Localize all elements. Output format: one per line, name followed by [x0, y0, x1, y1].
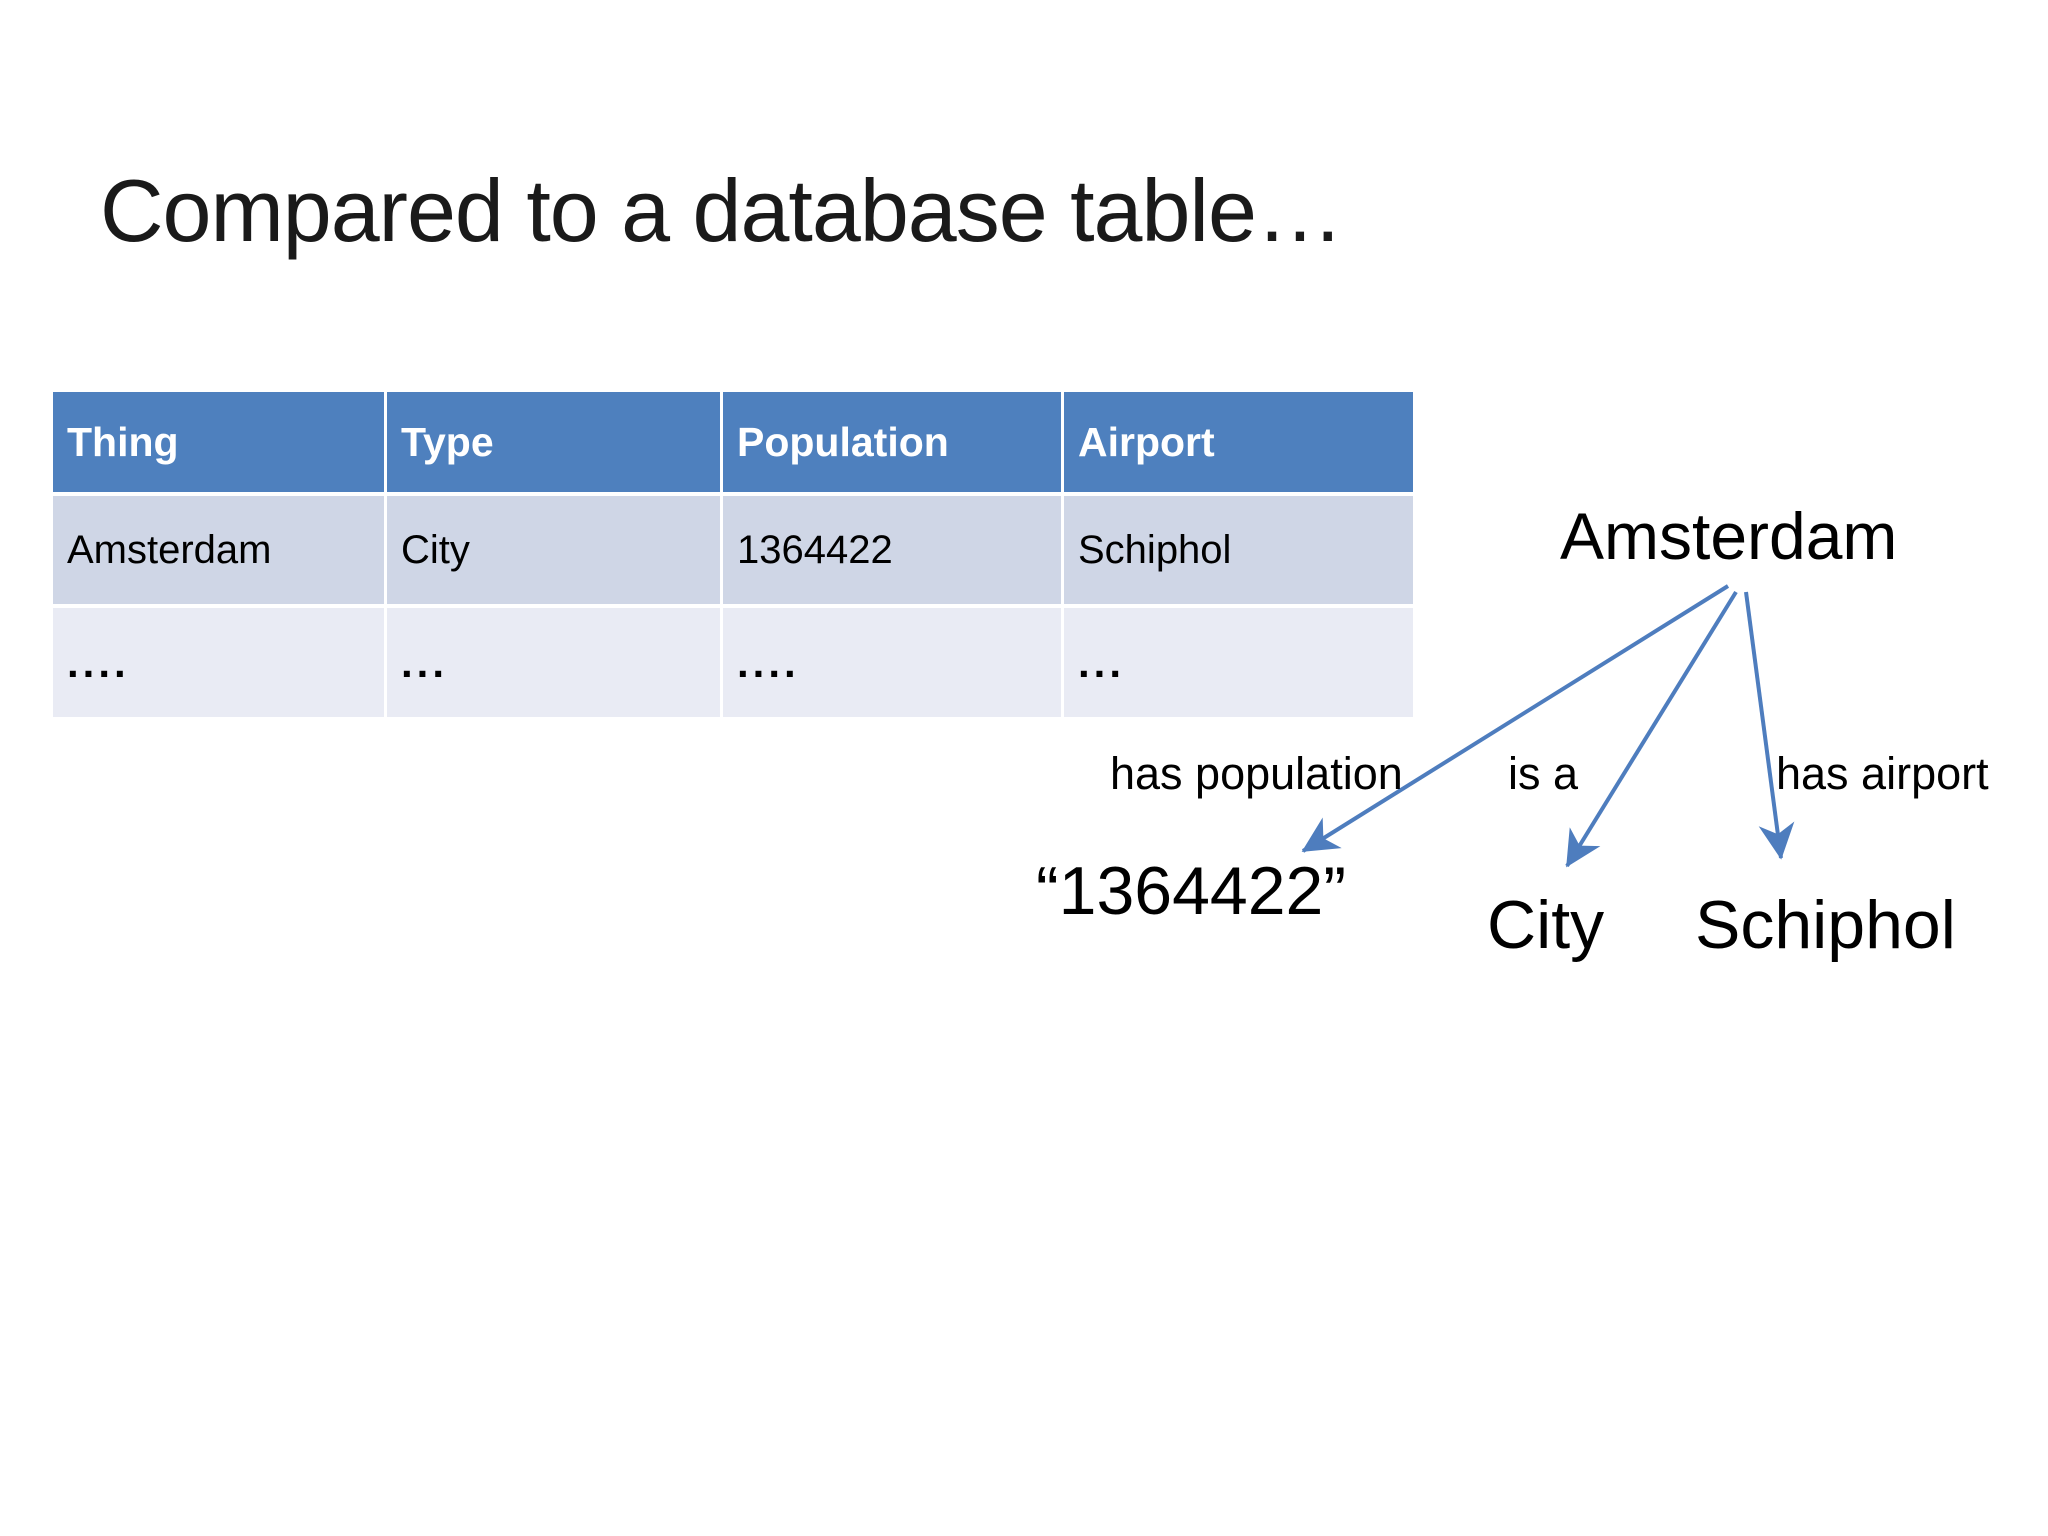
graph-node-city: City: [1487, 887, 1605, 963]
table-header-type: Type: [387, 392, 720, 492]
table-cell-ellipsis: ....: [723, 608, 1061, 717]
table-header-thing: Thing: [53, 392, 384, 492]
arrow-has-airport: [1744, 591, 1795, 860]
table-header-airport: Airport: [1064, 392, 1413, 492]
graph-node-schiphol: Schiphol: [1695, 887, 1956, 963]
table-cell-ellipsis: ...: [1064, 608, 1413, 717]
edge-label-is-a: is a: [1508, 748, 1579, 799]
table-cell-type-value: City: [387, 496, 720, 604]
table-cell-airport-value: Schiphol: [1064, 496, 1413, 604]
edge-label-has-airport: has airport: [1776, 748, 1989, 799]
graph-node-population-literal: “1364422”: [1036, 853, 1347, 929]
table-cell-population-value: 1364422: [723, 496, 1061, 604]
edge-label-has-population: has population: [1110, 748, 1403, 799]
arrow-is-a: [1565, 590, 1738, 868]
table-cell-thing-value: Amsterdam: [53, 496, 384, 604]
graph-node-amsterdam: Amsterdam: [1560, 499, 1898, 573]
slide-title: Compared to a database table…: [100, 161, 1344, 260]
table-cell-ellipsis: ....: [53, 608, 384, 717]
database-table: Thing Type Population Airport Amsterdam …: [53, 392, 1413, 717]
table-cell-ellipsis: ...: [387, 608, 720, 717]
table-header-population: Population: [723, 392, 1061, 492]
